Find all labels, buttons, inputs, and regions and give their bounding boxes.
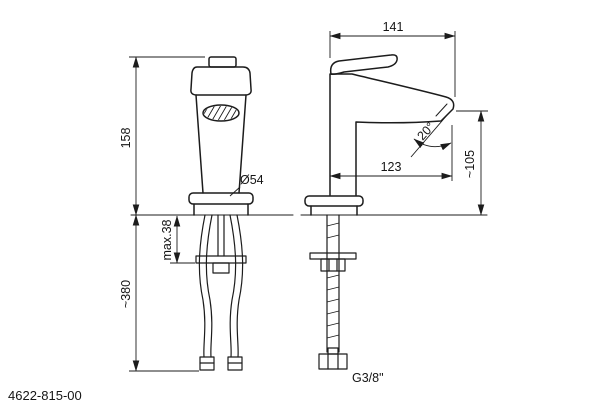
aerator-hatch	[204, 106, 238, 120]
front-view	[130, 56, 294, 371]
base-body-front	[193, 203, 249, 216]
outlet-face-line	[435, 103, 448, 117]
thread-fitting	[318, 347, 348, 370]
lever-top-front	[208, 56, 237, 68]
faucet-lever-side	[329, 54, 398, 75]
dim-label-base-diameter: Ø54	[240, 173, 264, 187]
base-flange-side	[304, 195, 364, 207]
part-number: 4622-815-00	[8, 388, 82, 403]
mounting-bracket-front	[195, 214, 247, 274]
faucet-body-side	[329, 73, 455, 196]
faucet-handle-front	[190, 66, 252, 96]
dim-label-max-mount-thickness: max.38	[160, 219, 174, 260]
leader-line-diameter	[229, 186, 241, 197]
dim-label-hose-length: ~380	[119, 280, 133, 308]
faucet-body-front	[195, 94, 247, 194]
dimension-annotations	[129, 31, 488, 372]
dim-label-overall-length: 141	[383, 20, 404, 34]
dimension-labels: 158 ~380 max.38 Ø54 141 123 20° ~105 G3/…	[8, 20, 477, 403]
dim-label-spout-angle: 20°	[415, 120, 438, 143]
dim-label-outlet-height: ~105	[463, 150, 477, 178]
supply-hoses	[198, 214, 244, 371]
threaded-stud	[309, 214, 357, 353]
dim-label-spout-reach: 123	[381, 160, 402, 174]
aerator-outlet	[202, 104, 240, 122]
thread-size-label: G3/8"	[352, 371, 384, 385]
base-body-side	[310, 205, 358, 216]
side-view	[300, 54, 488, 370]
angle-arc-20	[413, 138, 452, 151]
dim-label-overall-height: 158	[119, 128, 133, 149]
base-flange-front	[188, 192, 254, 205]
